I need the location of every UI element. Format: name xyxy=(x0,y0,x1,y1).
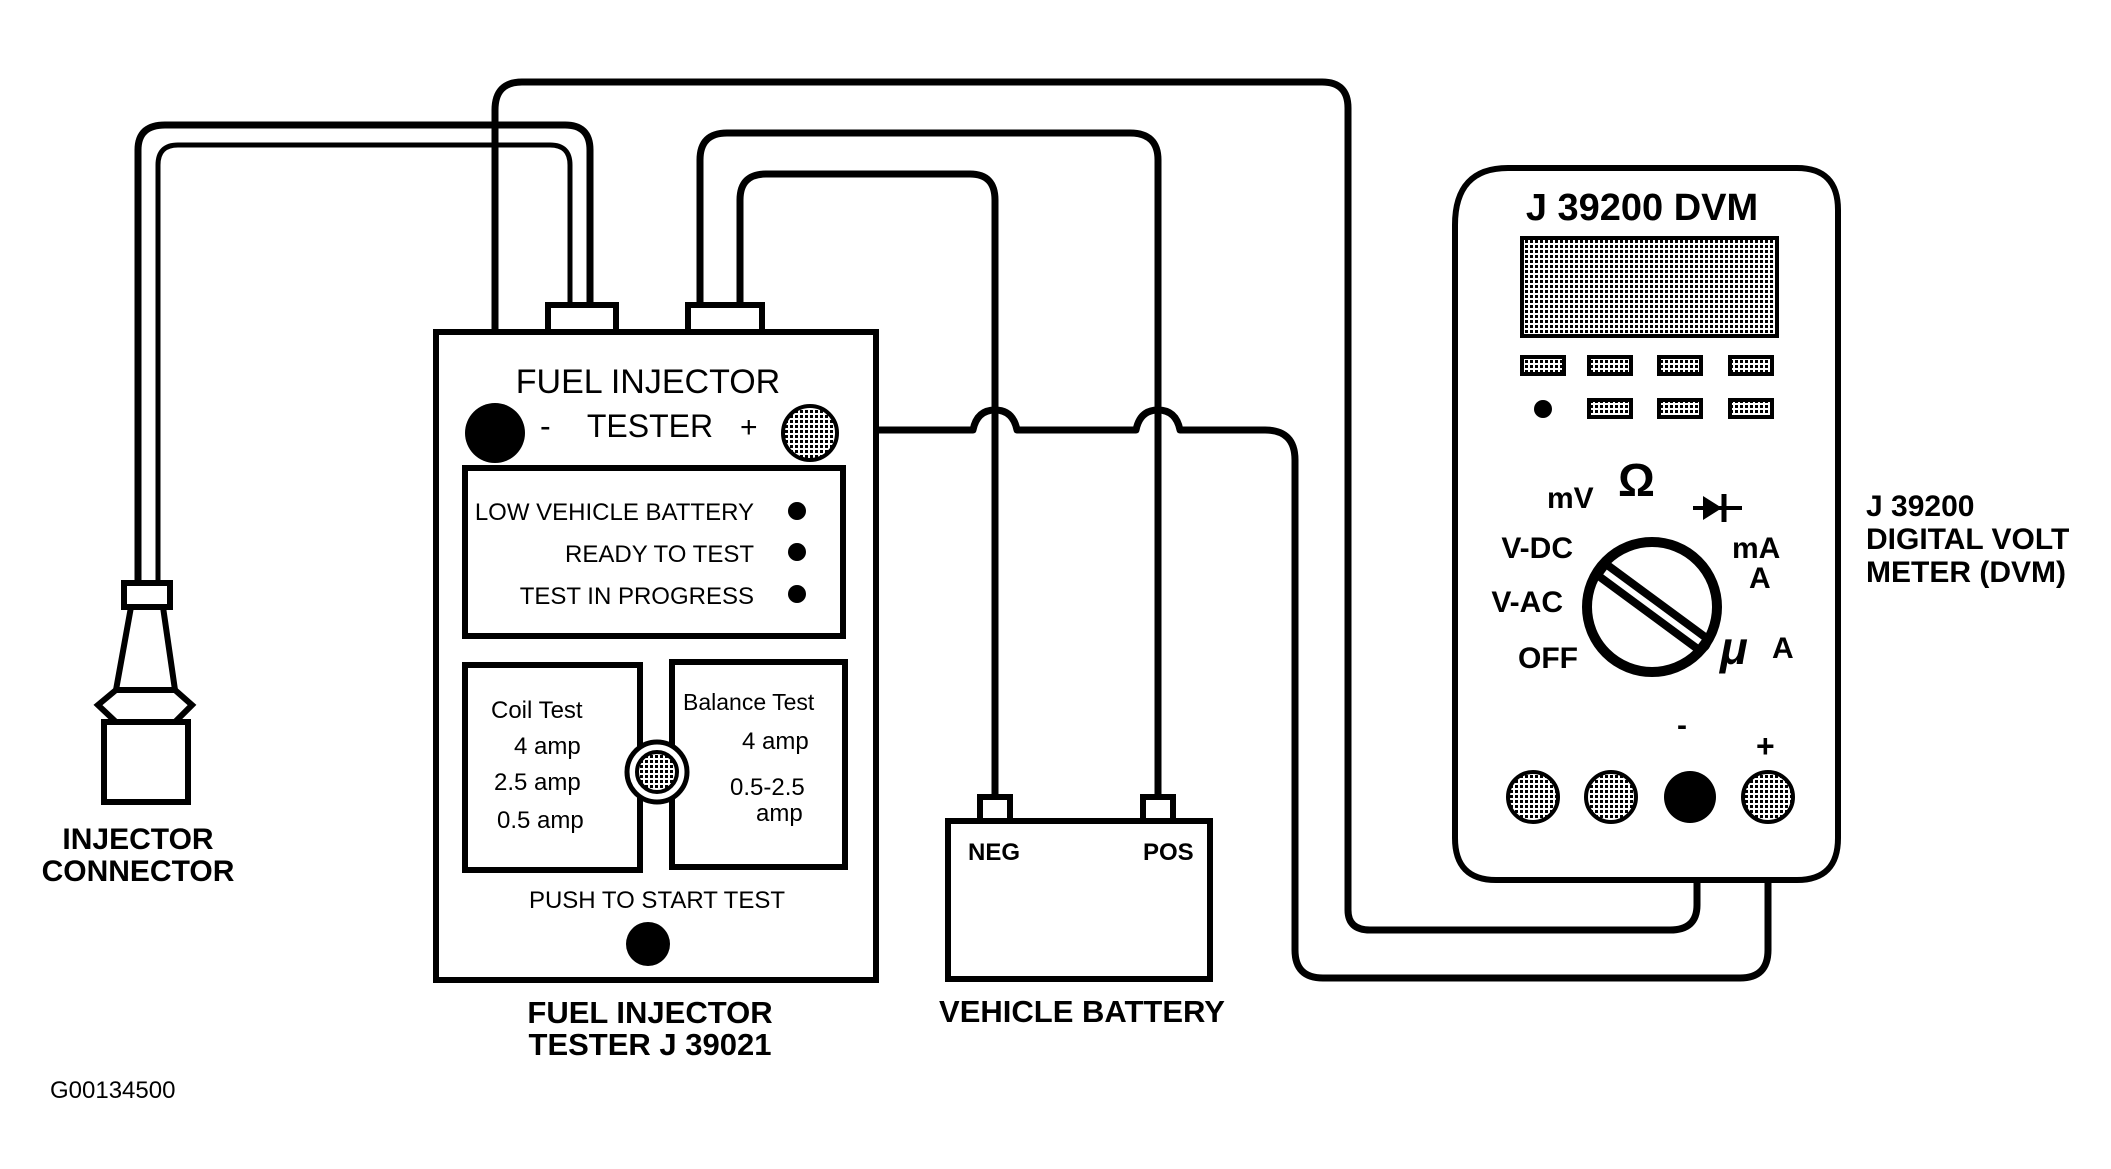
tester-title-line2: TESTER xyxy=(587,408,713,444)
indicator-in-progress: TEST IN PROGRESS xyxy=(520,583,754,610)
coil-test-4amp: 4 amp xyxy=(514,733,581,760)
dvm-key[interactable] xyxy=(1728,355,1774,376)
dvm-key[interactable] xyxy=(1728,398,1774,419)
dvm-jack-minus[interactable] xyxy=(1664,771,1716,823)
tester-plug-right xyxy=(685,302,765,335)
injector-connector: INJECTOR CONNECTOR xyxy=(42,580,235,888)
injector-cable-inner xyxy=(155,142,573,593)
dial-micro: μ xyxy=(1718,622,1748,674)
tester-title-line1: FUEL INJECTOR xyxy=(516,363,780,401)
jack-minus-label: - xyxy=(1677,709,1687,742)
connector-body xyxy=(101,719,191,805)
function-selector-dial[interactable] xyxy=(1582,537,1722,677)
injector-cable-outer xyxy=(134,121,594,594)
start-test-button[interactable] xyxy=(626,922,670,966)
battery-body xyxy=(945,818,1213,982)
wiring xyxy=(134,78,1772,982)
dvm-jack-2[interactable] xyxy=(1584,770,1638,824)
dvm-key[interactable] xyxy=(1587,398,1633,419)
figure-id: G00134500 xyxy=(50,1077,175,1104)
dial-ohm: Ω xyxy=(1618,454,1655,506)
dial-off: OFF xyxy=(1518,642,1578,675)
balance-test-range: 0.5-2.5 xyxy=(730,774,805,801)
push-to-start-label: PUSH TO START TEST xyxy=(529,887,785,914)
battery-caption: VEHICLE BATTERY xyxy=(939,994,1225,1029)
tester-plus-post xyxy=(781,404,839,462)
dvm-key[interactable] xyxy=(1657,355,1703,376)
dvm-key[interactable] xyxy=(1587,355,1633,376)
tester-caption-line1: FUEL INJECTOR xyxy=(527,995,772,1030)
tester-minus-sign: - xyxy=(540,408,551,444)
dvm-button-row-1 xyxy=(1520,355,1774,376)
connector-collar xyxy=(121,580,173,610)
dvm-body xyxy=(1452,165,1841,883)
dvm-display xyxy=(1520,236,1779,338)
balance-test-4amp: 4 amp xyxy=(742,728,809,755)
dvm-title: J 39200 DVM xyxy=(1526,187,1758,229)
dial-vac: V-AC xyxy=(1491,586,1563,619)
coil-test-title: Coil Test xyxy=(491,697,583,724)
dial-mv: mV xyxy=(1547,482,1594,515)
dial-a: A xyxy=(1749,562,1771,595)
tester-caption-line2: TESTER J 39021 xyxy=(529,1027,772,1062)
balance-test-panel xyxy=(669,659,848,870)
tester-minus-post xyxy=(465,403,525,463)
fuel-injector-tester: FUEL INJECTOR - TESTER + LOW VEHICLE BAT… xyxy=(433,302,879,1062)
dvm-indicator-dot xyxy=(1534,400,1552,418)
battery-neg-label: NEG xyxy=(968,839,1020,866)
vehicle-battery: NEG POS VEHICLE BATTERY xyxy=(939,794,1225,1029)
battery-pos-cable xyxy=(736,170,999,799)
battery-neg-cable xyxy=(696,129,1162,799)
connector-taper xyxy=(112,604,179,693)
dvm-side-label-line2: DIGITAL VOLT xyxy=(1866,523,2069,556)
test-selector-knob[interactable] xyxy=(624,739,690,805)
dial-micro-a: A xyxy=(1772,632,1794,665)
connector-flange xyxy=(93,687,197,725)
dvm-side-label-line3: METER (DVM) xyxy=(1866,556,2066,589)
injector-caption-line1: INJECTOR xyxy=(62,823,213,856)
battery-pos-terminal xyxy=(1140,794,1176,824)
dvm-minus-lead xyxy=(491,78,1701,934)
coil-test-2-5amp: 2.5 amp xyxy=(494,769,581,796)
coil-test-0-5amp: 0.5 amp xyxy=(497,807,584,834)
balance-test-title: Balance Test xyxy=(683,689,815,715)
led-ready xyxy=(788,543,806,561)
dvm-key[interactable] xyxy=(1657,398,1703,419)
dvm-key[interactable] xyxy=(1520,355,1566,376)
digital-volt-meter: J 39200 DVM mV Ω V-DC V-AC OFF mA A μ A xyxy=(1452,165,1841,883)
led-in-progress xyxy=(788,585,806,603)
indicator-ready: READY TO TEST xyxy=(565,541,754,568)
dvm-jack-plus[interactable] xyxy=(1741,770,1795,824)
dvm-plus-lead xyxy=(814,406,1772,982)
battery-pos-label: POS xyxy=(1143,839,1194,866)
injector-caption-line2: CONNECTOR xyxy=(42,855,235,888)
jack-plus-label: + xyxy=(1756,728,1775,764)
dial-ma: mA xyxy=(1732,532,1780,565)
indicator-panel xyxy=(462,465,846,639)
tester-plug-left xyxy=(545,302,619,335)
tester-plus-sign: + xyxy=(740,411,758,444)
dvm-button-row-2 xyxy=(1534,398,1774,419)
balance-test-unit: amp xyxy=(756,800,803,827)
dvm-side-label: J 39200 DIGITAL VOLT METER (DVM) xyxy=(1866,490,2069,589)
dvm-jack-1[interactable] xyxy=(1506,770,1560,824)
diode-icon xyxy=(1693,494,1742,522)
indicator-low-battery: LOW VEHICLE BATTERY xyxy=(475,499,754,526)
coil-test-panel xyxy=(462,662,643,873)
dvm-side-label-line1: J 39200 xyxy=(1866,490,1974,523)
battery-neg-terminal xyxy=(977,794,1013,824)
dial-vdc: V-DC xyxy=(1501,532,1573,565)
led-low-battery xyxy=(788,502,806,520)
